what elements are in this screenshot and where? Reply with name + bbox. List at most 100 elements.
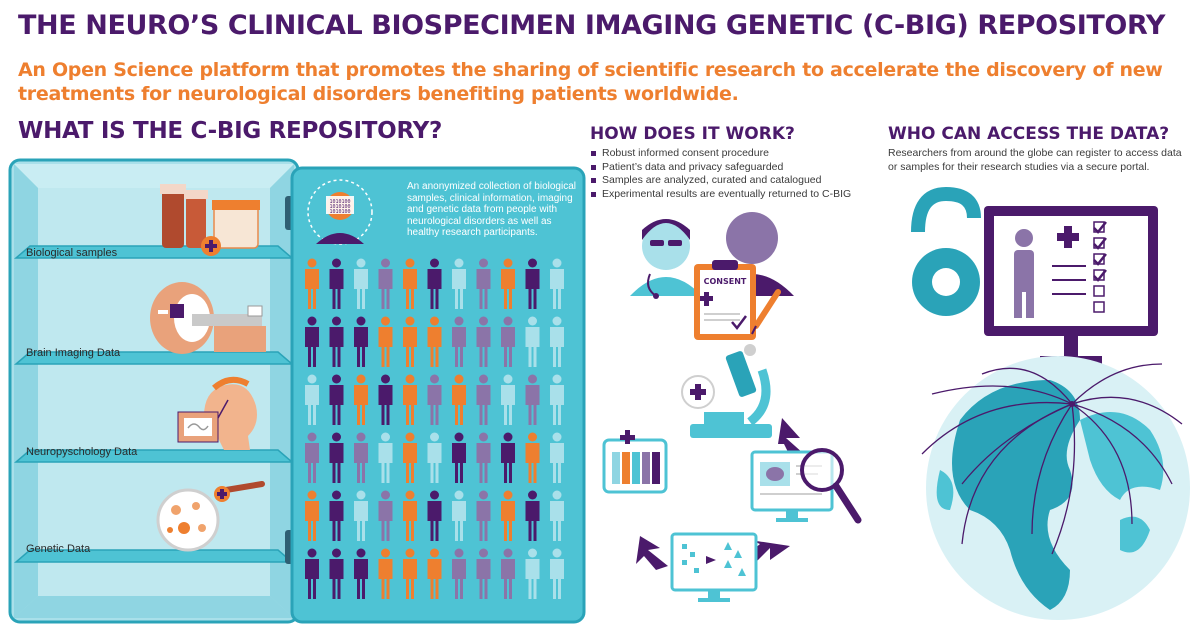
person-icon <box>476 432 491 483</box>
person-icon <box>329 258 344 309</box>
person-icon <box>501 374 515 425</box>
person-icon <box>452 316 466 367</box>
person-icon <box>305 432 319 483</box>
person-icon <box>378 316 393 367</box>
person-icon <box>403 548 417 599</box>
how-heading: HOW DOES IT WORK? <box>590 124 795 144</box>
person-icon <box>501 490 515 541</box>
shelf-label-biological-samples: Biological samples <box>26 247 118 259</box>
arrow-icon <box>778 418 804 456</box>
person-icon <box>403 374 417 425</box>
person-icon <box>329 490 344 541</box>
person-icon <box>452 548 466 599</box>
microscope-icon <box>681 344 772 438</box>
binary-text: 1010100 <box>329 209 350 215</box>
person-icon <box>354 432 368 483</box>
person-icon <box>378 548 393 599</box>
person-icon <box>378 490 393 541</box>
person-icon <box>501 258 515 309</box>
person-icon <box>305 374 319 425</box>
clipboard-icon: CONSENT <box>694 260 756 340</box>
person-icon <box>525 316 540 367</box>
person-icon <box>305 316 319 367</box>
how-item: Patient’s data and privacy safeguarded <box>590 161 880 175</box>
person-icon <box>452 374 466 425</box>
person-icon <box>329 548 344 599</box>
monitor-icon <box>670 532 758 602</box>
patient-record-monitor-icon <box>984 206 1158 366</box>
person-icon <box>329 316 344 367</box>
shelf-label-genetic-data: Genetic Data <box>26 543 91 555</box>
person-icon <box>427 432 442 483</box>
person-icon <box>403 316 417 367</box>
person-icon <box>427 374 442 425</box>
consent-label: CONSENT <box>704 277 747 286</box>
person-icon <box>427 490 442 541</box>
head-profile-icon <box>177 376 257 450</box>
person-icon <box>476 258 491 309</box>
person-icon <box>452 490 466 541</box>
pen-icon <box>751 289 781 335</box>
magnifying-glass-icon <box>800 448 862 524</box>
person-icon <box>550 374 564 425</box>
cycle-arrows <box>636 418 804 570</box>
page-title: THE NEURO’S CLINICAL BIOSPECIMEN IMAGING… <box>18 10 1166 41</box>
who-text: Researchers from around the globe can re… <box>888 147 1182 173</box>
arrow-icon <box>636 536 668 570</box>
repository-description: An anonymized collection of biological s… <box>407 181 576 238</box>
person-icon <box>329 374 344 425</box>
person-icon <box>427 548 442 599</box>
sample-cabinet-icon <box>602 430 668 494</box>
person-icon <box>550 316 564 367</box>
person-icon <box>427 316 442 367</box>
people-grid <box>305 258 564 599</box>
person-icon <box>378 432 393 483</box>
person-icon <box>305 548 319 599</box>
person-icon <box>378 374 393 425</box>
person-icon <box>403 432 417 483</box>
person-icon <box>501 316 515 367</box>
sample-jars-icon <box>160 184 260 256</box>
how-item: Robust informed consent procedure <box>590 147 880 161</box>
fridge-door: 1010100 1010100 1010100 <box>290 166 586 624</box>
fridge-icon <box>8 158 300 624</box>
person-icon <box>403 490 417 541</box>
person-icon <box>354 490 368 541</box>
person-icon <box>452 258 466 309</box>
who-heading: WHO CAN ACCESS THE DATA? <box>888 124 1170 144</box>
person-icon <box>501 432 515 483</box>
person-icon <box>354 258 368 309</box>
shelf-label-brain-imaging: Brain Imaging Data <box>26 347 121 359</box>
person-icon <box>550 258 564 309</box>
person-icon <box>550 548 564 599</box>
person-icon <box>550 490 564 541</box>
person-icon <box>550 432 564 483</box>
person-icon <box>525 374 540 425</box>
open-access-lock-icon <box>911 186 981 316</box>
person-icon <box>525 548 540 599</box>
how-item: Experimental results are eventually retu… <box>590 188 880 202</box>
shelf-label-neuropsychology: Neuropyschology Data <box>26 446 138 458</box>
person-icon <box>305 490 319 541</box>
person-icon <box>476 548 491 599</box>
person-icon <box>305 258 319 309</box>
page-subtitle: An Open Science platform that promotes t… <box>18 59 1163 105</box>
person-icon <box>501 548 515 599</box>
person-icon <box>403 258 417 309</box>
person-icon <box>329 432 344 483</box>
person-icon <box>476 490 491 541</box>
petri-dish-icon <box>156 481 265 552</box>
how-item: Samples are analyzed, curated and catalo… <box>590 174 880 188</box>
how-list: Robust informed consent procedure Patien… <box>590 147 880 201</box>
person-icon <box>525 432 540 483</box>
arrow-icon <box>748 540 790 566</box>
person-icon <box>525 258 540 309</box>
person-icon <box>525 490 540 541</box>
person-icon <box>476 316 491 367</box>
person-icon <box>476 374 491 425</box>
person-icon <box>378 258 393 309</box>
mri-scanner-icon <box>150 282 266 354</box>
person-icon <box>354 374 368 425</box>
binary-text: 1010100 <box>329 199 350 205</box>
